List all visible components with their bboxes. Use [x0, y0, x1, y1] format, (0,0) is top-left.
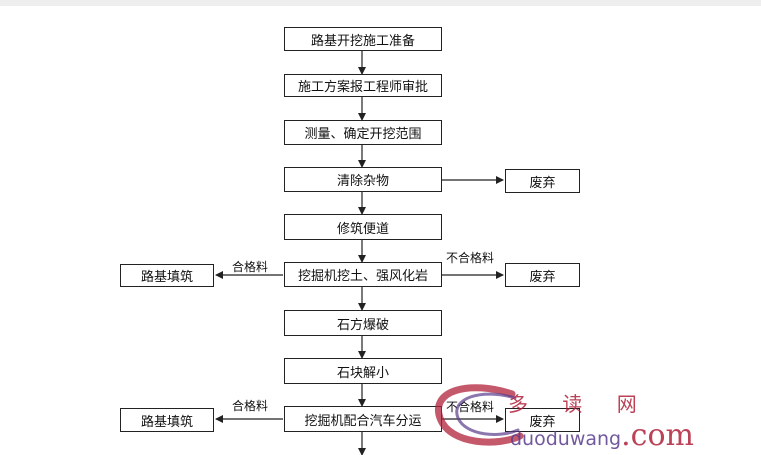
label-unqualified-2: 不合格料 — [446, 400, 495, 414]
step-haul: 挖掘机配合汽车分运 — [284, 406, 442, 432]
watermark-domain-name: duoduwang — [510, 428, 622, 450]
top-strip — [0, 0, 761, 6]
label-unqualified-1: 不合格料 — [446, 251, 495, 265]
label-qualified-2: 合格料 — [232, 399, 269, 413]
waste-box-2: 废弃 — [505, 263, 580, 287]
step-approval: 施工方案报工程师审批 — [284, 74, 442, 97]
step-break-rock: 石块解小 — [284, 358, 442, 384]
step-clear-debris: 清除杂物 — [284, 167, 442, 192]
step-prepare: 路基开挖施工准备 — [284, 27, 442, 51]
watermark-tld: .com — [621, 418, 694, 453]
watermark-chinese: 多 读 网 — [508, 392, 651, 416]
fill-box-1: 路基填筑 — [120, 264, 214, 287]
watermark-domain: duoduwang.com — [510, 418, 694, 453]
step-excavate: 挖掘机挖土、强风化岩 — [284, 262, 442, 287]
label-qualified-1: 合格料 — [232, 260, 269, 274]
step-survey: 测量、确定开挖范围 — [284, 120, 442, 145]
fill-box-2: 路基填筑 — [120, 408, 214, 432]
step-blasting: 石方爆破 — [284, 310, 442, 336]
step-build-road: 修筑便道 — [284, 214, 442, 240]
waste-box-1: 废弃 — [505, 169, 580, 193]
